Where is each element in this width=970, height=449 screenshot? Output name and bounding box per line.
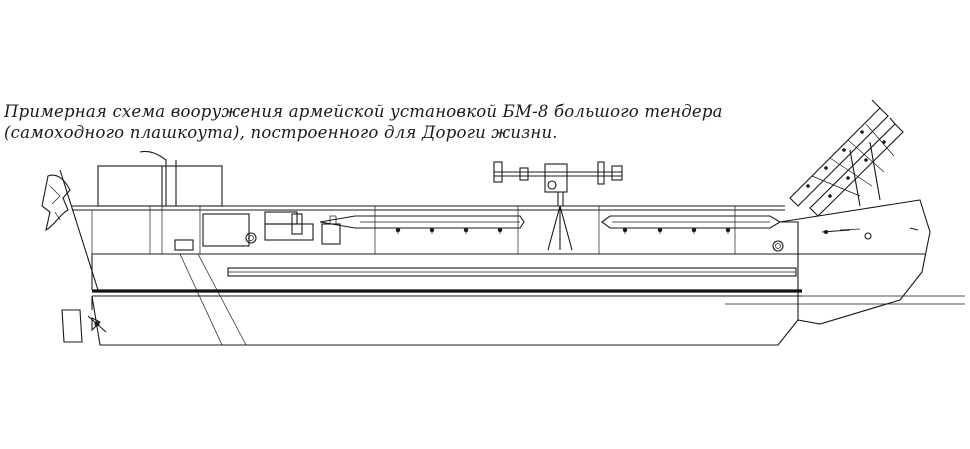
rocket-launcher-bow: [789, 99, 904, 217]
deck-railing: [72, 205, 785, 254]
flag: [41, 169, 99, 291]
caption-line-1: Примерная схема вооружения армейской уст…: [4, 102, 723, 121]
rocket-rails-right: [601, 215, 782, 234]
hull: [91, 253, 802, 346]
bow-ramp: [740, 199, 931, 325]
rocket-rails-left: [319, 215, 525, 234]
deckhouse: [97, 150, 223, 207]
figure-caption: Примерная схема вооружения армейской уст…: [4, 101, 724, 143]
rudder-propeller: [61, 309, 107, 343]
waterline: [725, 295, 965, 305]
machine-gun-mount: [493, 161, 623, 251]
caption-line-2: (самоходного плашкоута), построенного дл…: [4, 123, 558, 142]
